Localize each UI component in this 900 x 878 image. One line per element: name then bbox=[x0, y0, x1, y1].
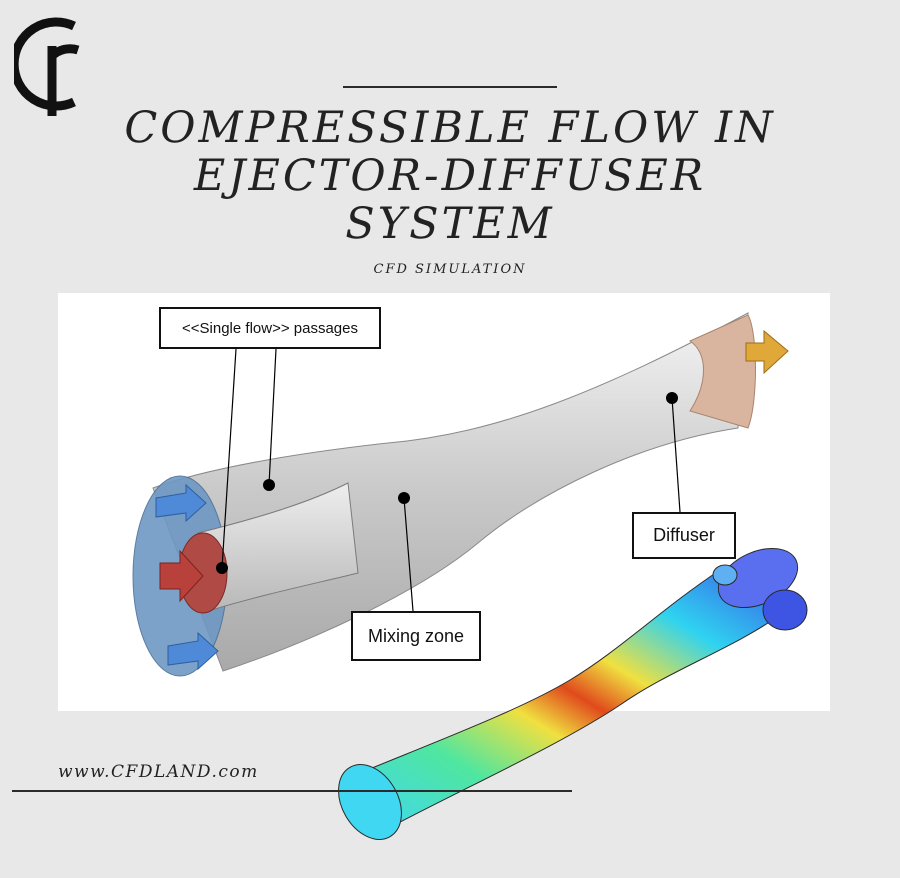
page-subtitle: CFD SIMULATION bbox=[373, 262, 527, 277]
footer-rule bbox=[12, 790, 572, 792]
diffuser-label: Diffuser bbox=[632, 512, 736, 559]
ejector-diffuser-figure: <<Single flow>> passages Diffuser Mixing… bbox=[58, 293, 830, 711]
website-link[interactable]: www.CFDLAND.com bbox=[58, 762, 259, 782]
title-line-2: EJECTOR-DIFFUSER bbox=[193, 151, 707, 201]
mixing-zone-label: Mixing zone bbox=[351, 611, 481, 661]
page-title: COMPRESSIBLE FLOW IN EJECTOR-DIFFUSER SY… bbox=[50, 104, 850, 248]
title-top-rule bbox=[343, 86, 557, 88]
title-line-3: SYSTEM bbox=[345, 199, 555, 249]
ejector-geometry-drawing bbox=[132, 312, 789, 677]
single-flow-passages-label: <<Single flow>> passages bbox=[159, 307, 381, 349]
cfd-contour-rendering bbox=[338, 547, 808, 840]
title-line-1: COMPRESSIBLE FLOW IN bbox=[124, 103, 776, 153]
cfd-logo-icon bbox=[14, 17, 80, 116]
